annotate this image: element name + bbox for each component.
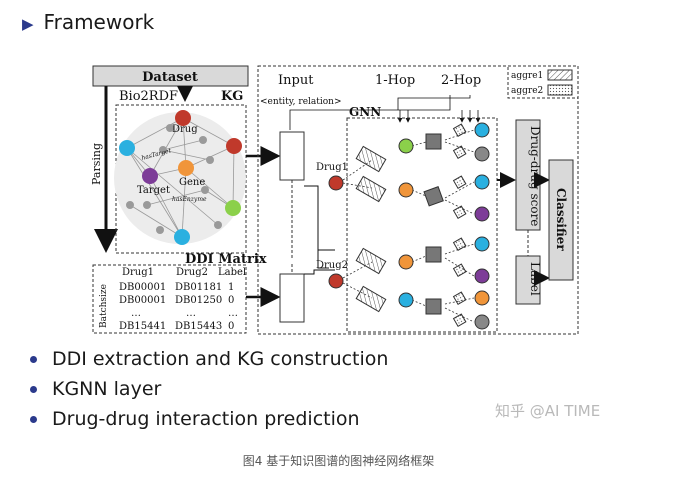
- dataset-label: Dataset: [142, 70, 198, 85]
- kg-drug-label: Drug: [172, 124, 198, 135]
- svg-text:…: …: [228, 308, 238, 319]
- aggre1-swatch: [547, 69, 573, 81]
- dataset-box: [92, 65, 249, 87]
- gnn-box: [346, 117, 498, 333]
- ddi-matrix-box: [92, 264, 247, 334]
- figure-caption: 图4 基于知识图谱的图神经网络框架: [242, 454, 435, 468]
- classifier-label: Classifier: [554, 188, 568, 251]
- svg-text:DB01181: DB01181: [175, 282, 222, 293]
- gnn-drug1-branch: [342, 122, 490, 222]
- svg-text:…: …: [131, 308, 141, 319]
- svg-text:DB00001: DB00001: [119, 282, 166, 293]
- slide-title-text: Framework: [43, 10, 155, 34]
- svg-text:0: 0: [228, 295, 234, 306]
- bullet-dot-icon: [30, 356, 37, 363]
- parsing-label: Parsing: [90, 143, 103, 185]
- hop1-label: 1-Hop: [375, 73, 415, 88]
- kg-label: KG: [221, 89, 243, 104]
- svg-text:…: …: [186, 308, 196, 319]
- watermark: 知乎 @AI TIME: [495, 402, 601, 420]
- drug1-node: [328, 175, 344, 191]
- svg-text:1: 1: [228, 282, 234, 293]
- entity-relation-label: <entity, relation>: [260, 97, 342, 107]
- ddi-row: … … …: [131, 308, 238, 319]
- svg-text:DB15443: DB15443: [175, 321, 222, 332]
- aggre1-label: aggre1: [511, 71, 543, 81]
- model-box: [257, 65, 579, 335]
- bullet-item: KGNN layer: [30, 374, 388, 404]
- drug2-label: Drug2: [316, 260, 348, 271]
- bullet-triangle-icon: ▶: [22, 15, 34, 33]
- input-label: Input: [278, 73, 314, 88]
- kg-gene-node: [178, 160, 194, 176]
- svg-text:0: 0: [228, 321, 234, 332]
- kg-drug-node: [175, 110, 191, 126]
- kg-node-cyan-bottom: [174, 229, 190, 245]
- input-box-top: [279, 131, 305, 181]
- bullet-item: DDI extraction and KG construction: [30, 344, 388, 374]
- bullet-list: DDI extraction and KG construction KGNN …: [30, 344, 388, 434]
- batchsize-label: Batchsize: [99, 284, 109, 328]
- drug2-node: [328, 273, 344, 289]
- bullet-item: Drug-drug interaction prediction: [30, 404, 388, 434]
- svg-text:DB15441: DB15441: [119, 321, 166, 332]
- kg-node-green: [225, 200, 241, 216]
- framework-diagram: Dataset Parsing Bio2RDF KG Drug Gene Tar…: [90, 65, 579, 335]
- col-drug1: Drug1: [122, 267, 154, 278]
- aggre2-swatch: [547, 84, 573, 96]
- aggre2-label: aggre2: [511, 86, 543, 96]
- col-drug2: Drug2: [176, 267, 208, 278]
- svg-text:DB01250: DB01250: [175, 295, 222, 306]
- bullet-dot-icon: [30, 416, 37, 423]
- col-label: Label: [218, 267, 246, 278]
- label-label: Label: [528, 262, 542, 296]
- classifier-box: [548, 159, 574, 281]
- slide-title: ▶ Framework: [22, 10, 154, 34]
- gnn-drug2-branch: [342, 236, 490, 330]
- kg-edge-hasenzyme: hasEnzyme: [172, 196, 207, 203]
- gnn-label: GNN: [349, 105, 381, 119]
- kg-node-cyan: [119, 140, 135, 156]
- bullet-dot-icon: [30, 386, 37, 393]
- ddi-row: DB15441 DB15443 0: [119, 321, 234, 332]
- kg-target-node: [142, 168, 158, 184]
- kg-target-label: Target: [137, 185, 170, 196]
- score-label: Drug-drug score: [528, 126, 542, 226]
- svg-text:DB00001: DB00001: [119, 295, 166, 306]
- kg-gene-label: Gene: [179, 177, 205, 188]
- kg-node-red: [226, 138, 242, 154]
- ddi-matrix-label: DDI Matrix: [185, 252, 267, 267]
- bio2rdf-label: Bio2RDF: [119, 89, 178, 104]
- ddi-row: DB00001 DB01250 0: [119, 295, 234, 306]
- hop2-label: 2-Hop: [441, 73, 481, 88]
- ddi-row: DB00001 DB01181 1: [119, 282, 234, 293]
- input-box-bottom: [279, 273, 305, 323]
- drug1-label: Drug1: [316, 162, 348, 173]
